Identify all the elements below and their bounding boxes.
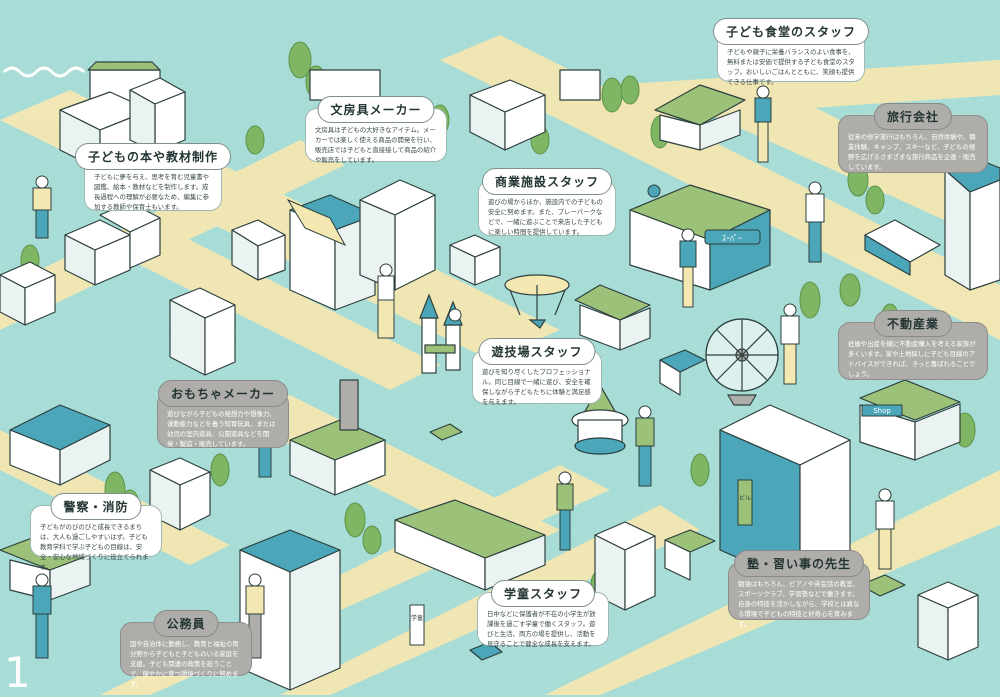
card-title: 学童スタッフ — [490, 580, 596, 607]
card-title: 旅行会社 — [873, 103, 953, 130]
ferris-wheel — [705, 318, 779, 406]
buildings — [0, 61, 1000, 691]
card-title: 文房具メーカー — [317, 96, 435, 123]
card-desc: 遊びの場からほか、施設内での子どもの安全に努めます。また、プレーパークなどで、一… — [488, 198, 603, 236]
signs: ｽｰﾊﾟｰ Shop 学童 ビル — [409, 229, 903, 646]
card-title: 警察・消防 — [50, 493, 142, 520]
card-title: 子どもの本や教材制作 — [74, 143, 232, 170]
person-amusement — [635, 405, 655, 487]
pencil-roof — [286, 198, 347, 247]
card-title: 公務員 — [153, 610, 219, 637]
person-commercial — [679, 228, 697, 308]
card-desc: 子どもに夢を与え、思考を育む児童書や図鑑、絵本・教材などを制作します。成長過程へ… — [94, 173, 210, 211]
card-bunbougu-maker: 文房具メーカー 文房具は子どもの大好きなアイテム。メーカーでは楽しく使える商品の… — [305, 96, 447, 164]
card-juku: 塾・習い事の先生 勉強はもちろん、ピアノや英会話の教室、スポーツクラブ、学習塾な… — [728, 550, 870, 628]
person-realestate — [780, 303, 800, 385]
gakudo-sign: 学童 — [411, 614, 423, 622]
person-civilservant — [245, 573, 265, 659]
card-title: 塾・習い事の先生 — [733, 550, 865, 577]
card-desc: 妊娠や出産を機に不動産購入を考える家族が多くいます。家や土地探しに子ども目線のア… — [848, 340, 976, 378]
swing-ride — [504, 274, 570, 329]
card-keisatsu: 警察・消防 子どもがのびのびと成長できるまちは、大人も過ごしやすいはず。子ども教… — [30, 493, 162, 571]
balloons — [448, 184, 661, 322]
person-police — [32, 573, 52, 659]
card-gakudo: 学童スタッフ 日中などに保護者が不在の小学生が放課後を過ごす学童で働くスタッフ。… — [477, 580, 609, 648]
person-travel — [805, 181, 825, 263]
page-number: 1 — [4, 648, 31, 697]
card-desc: 遊びを知り尽くしたプロフェッショナル。同じ目線で一緒に遊び、安全を確保しながら子… — [482, 368, 591, 406]
card-title: 遊技場スタッフ — [478, 338, 596, 365]
card-desc: 子どもや親子に栄養バランスのよい食事を、無料または安価で提供する子ども食堂のスタ… — [727, 48, 855, 86]
card-omocha-maker: おもちゃメーカー 遊びながら子どもの発想力や想像力、運動能力などを養う知育玩具、… — [157, 380, 289, 448]
supermarket-sign: ｽｰﾊﾟｰ — [722, 234, 742, 243]
carousel — [571, 383, 629, 455]
card-title: おもちゃメーカー — [157, 380, 289, 407]
card-desc: 遊びながら子どもの発想力や想像力、運動能力などを養う知育玩具、または幼児の室内遊… — [167, 410, 276, 448]
people — [32, 85, 895, 659]
card-kodomo-shokudo: 子ども食堂のスタッフ 子どもや親子に栄養バランスのよい食事を、無料または安価で提… — [712, 18, 870, 86]
card-desc: 日中などに保護者が不在の小学生が放課後を過ごす学童で働くスタッフ。遊びと生活、両… — [487, 610, 596, 648]
card-hon-kyozai: 子どもの本や教材制作 子どもに夢を与え、思考を育む児童書や図鑑、絵本・教材などを… — [74, 143, 232, 211]
shop-sign: Shop — [873, 407, 891, 415]
card-shogyo-shisetsu: 商業施設スタッフ 遊びの場からほか、施設内での子どもの安全に努めます。また、プレ… — [478, 168, 616, 236]
card-title: 不動産業 — [873, 310, 953, 337]
card-desc: 従来の修学旅行はもちろん、自然体験や、職業体験、キャンプ、スキーなど、子どもの視… — [848, 133, 976, 171]
card-komuin: 公務員 国や自治体に勤務し、教育と福祉の両分野から子どもと子どものいる家庭を支援… — [120, 610, 252, 688]
card-yugijo: 遊技場スタッフ 遊びを知り尽くしたプロフェッショナル。同じ目線で一緒に遊び、安全… — [472, 338, 602, 406]
person-cafeteria — [754, 85, 772, 163]
person-stationery — [377, 263, 395, 339]
card-title: 商業施設スタッフ — [481, 168, 613, 195]
person-bookmaker — [32, 175, 52, 239]
card-desc: 勉強はもちろん、ピアノや英会話の教室、スポーツクラブ、学習塾などで働きます。自身… — [738, 580, 860, 628]
person-gakudo — [556, 471, 574, 551]
person-juku — [875, 488, 895, 570]
card-fudosan: 不動産業 妊娠や出産を機に不動産購入を考える家族が多くいます。家や土地探しに子ど… — [838, 310, 988, 380]
card-desc: 文房具は子どもの大好きなアイテム。メーカーでは楽しく使える商品の開発を行い、販売… — [315, 126, 437, 164]
card-desc: 国や自治体に勤務し、教育と福祉の両分野から子どもと子どものいる家庭を支援。子ども… — [130, 640, 239, 688]
card-desc: 子どもがのびのびと成長できるまちは、大人も過ごしやすいはず。子ども教育学科で学ぶ… — [40, 523, 149, 571]
wave-decoration — [2, 66, 86, 78]
card-title: 子ども食堂のスタッフ — [712, 18, 870, 45]
tower-sign: ビル — [739, 494, 751, 502]
card-ryoko-gaisha: 旅行会社 従来の修学旅行はもちろん、自然体験や、職業体験、キャンプ、スキーなど、… — [838, 103, 988, 173]
